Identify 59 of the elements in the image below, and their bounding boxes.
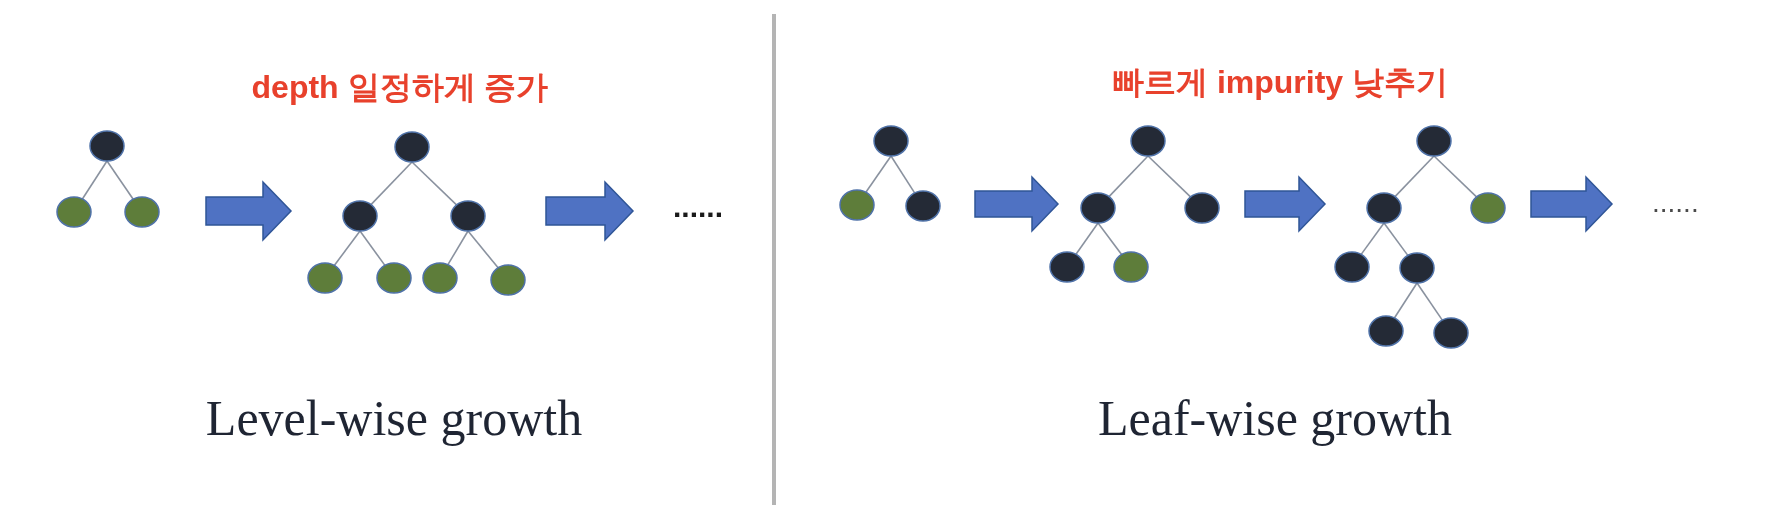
tree-branch-line [865, 155, 892, 193]
tree-node [1113, 251, 1149, 283]
tree-branch-line [106, 160, 134, 200]
tree-node [1416, 125, 1452, 157]
tree-node [490, 264, 526, 296]
tree-branch-line [1097, 222, 1123, 256]
tree-node [1049, 251, 1085, 283]
tree-node [1366, 192, 1402, 224]
block-arrow [1530, 175, 1614, 233]
tree-diagram [56, 130, 160, 228]
tree-diagram [839, 125, 941, 222]
block-arrow [545, 180, 635, 242]
tree-branch-line [1416, 282, 1444, 321]
tree-node [1433, 317, 1469, 349]
block-arrow [974, 175, 1060, 233]
tree-branch-line [1383, 222, 1409, 257]
tree-branch-line [370, 161, 413, 206]
tree-diagram [1334, 125, 1506, 349]
tree-node [1184, 192, 1220, 224]
tree-branch-line [890, 155, 916, 194]
tree-node [124, 196, 160, 228]
tree-node [422, 262, 458, 294]
tree-branch-line [1433, 155, 1478, 198]
tree-branch-line [411, 161, 458, 206]
tree-branch-line [81, 160, 108, 200]
tree-branch-line [467, 230, 499, 269]
tree-node [56, 196, 92, 228]
tree-node [873, 125, 909, 157]
tree-node [1130, 125, 1166, 157]
annotation-text: depth 일정하게 증가 [251, 71, 549, 103]
tree-node [1368, 315, 1404, 347]
tree-branch-line [359, 230, 386, 267]
tree-branch-line [1108, 155, 1149, 198]
tree-branch-line [1394, 155, 1435, 198]
tree-diagram [1049, 125, 1220, 283]
tree-node [342, 200, 378, 232]
tree-branch-line [333, 230, 361, 267]
annotation-text: 빠르게 impurity 낮추기 [1112, 66, 1448, 98]
tree-branch-line [1147, 155, 1192, 198]
tree-node [839, 189, 875, 221]
tree-node [307, 262, 343, 294]
tree-branch-line [447, 230, 469, 266]
block-arrow [1244, 175, 1327, 233]
tree-node [1470, 192, 1506, 224]
tree-node [394, 131, 430, 163]
tree-node [1334, 251, 1370, 283]
tree-node [905, 190, 941, 222]
tree-node [1080, 192, 1116, 224]
tree-node [450, 200, 486, 232]
tree-node [1399, 252, 1435, 284]
tree-node [376, 262, 412, 294]
ellipsis-text: ...... [1652, 189, 1699, 217]
tree-diagram [307, 131, 526, 296]
tree-branch-line [1075, 222, 1099, 256]
tree-branch-line [1360, 222, 1385, 256]
block-arrow [205, 180, 293, 242]
tree-branch-line [1393, 282, 1418, 319]
tree-node [89, 130, 125, 162]
ellipsis-text: ...... [673, 192, 723, 222]
